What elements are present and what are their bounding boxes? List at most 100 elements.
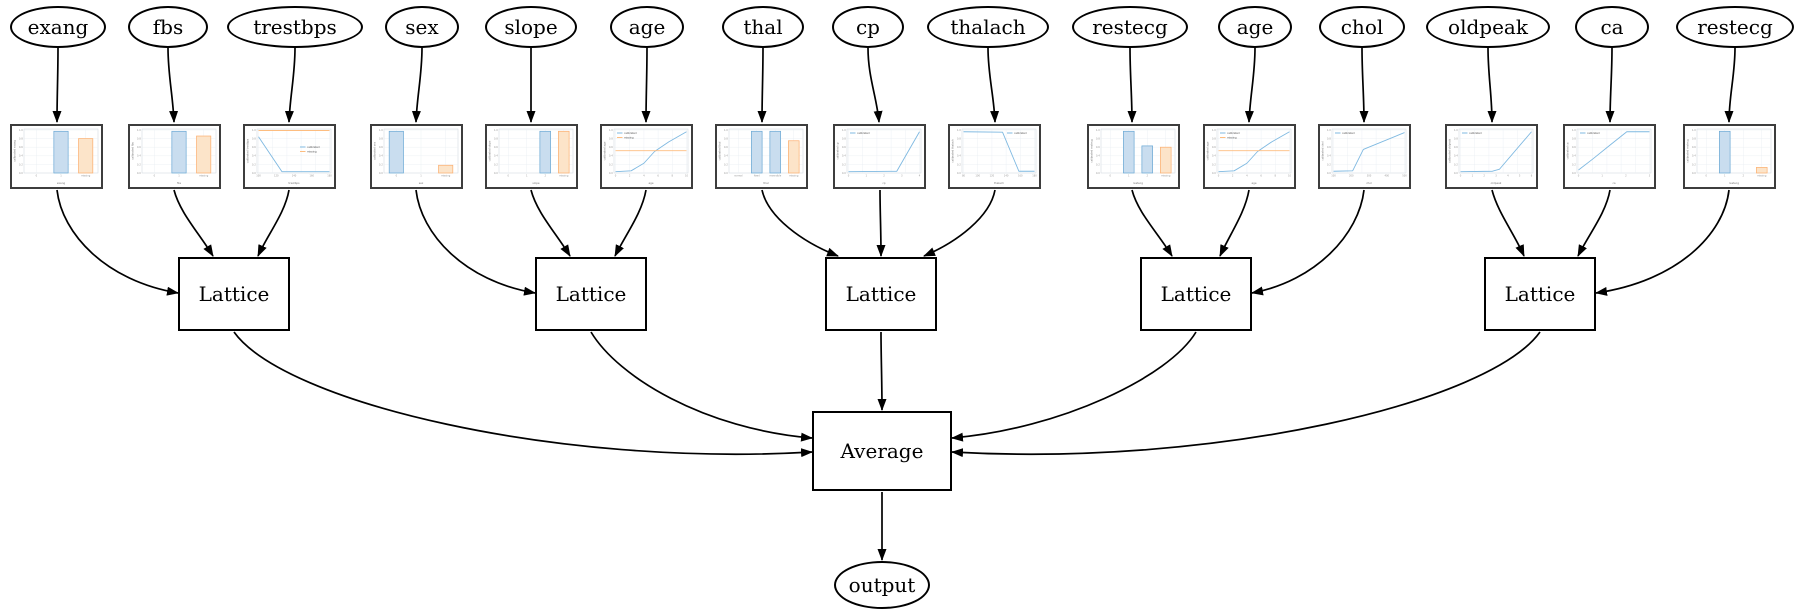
edge-arrow: [415, 189, 536, 296]
x-tick-label: 1: [178, 174, 180, 177]
bar-1: [53, 130, 69, 174]
legend-label: calibrated: [1469, 131, 1482, 135]
lattice-node-1: Lattice: [178, 257, 290, 331]
feature-node-age: age: [1218, 6, 1292, 48]
y-tick-label: 1.0: [1692, 128, 1696, 132]
x-tick-label: 100: [975, 174, 980, 177]
y-tick-label: 1.0: [494, 128, 498, 132]
y-tick-label: 0.6: [252, 145, 256, 149]
x-axis-label: fbs: [177, 181, 182, 185]
y-axis-label: calibrated cp: [836, 142, 840, 159]
y-tick-label: 0.6: [494, 145, 498, 149]
legend-label: calibrated: [1014, 131, 1027, 135]
y-tick-label: 0.8: [1327, 137, 1331, 141]
edge-arrow: [1724, 47, 1736, 123]
x-tick-label: 120: [274, 174, 279, 177]
x-tick-label: 0: [1578, 174, 1580, 177]
y-axis-label: calibrated slope: [488, 140, 492, 161]
legend-label: calibrated: [307, 145, 320, 149]
y-axis-label: calibrated sex: [373, 141, 377, 160]
legend-label: calibrated: [1587, 131, 1600, 135]
y-tick-label: 1.0: [842, 128, 846, 132]
bar-2: [539, 130, 551, 174]
x-tick-label: missing: [1757, 174, 1767, 177]
feature-node-label: thalach: [950, 15, 1026, 39]
average-node: Average: [812, 411, 952, 491]
x-axis-label: restecg: [1729, 181, 1739, 185]
output-node: output: [834, 561, 930, 609]
y-tick-label: 0.6: [957, 145, 961, 149]
x-tick-label: 2: [1625, 174, 1627, 177]
y-tick-label: 0.4: [379, 154, 383, 158]
x-axis-label: restecg: [1133, 181, 1143, 185]
y-tick-label: 0.6: [1096, 145, 1100, 149]
x-tick-label: 4: [1246, 174, 1248, 177]
lattice-node-label: Lattice: [845, 282, 917, 306]
feature-node-chol: chol: [1319, 6, 1405, 48]
edge-arrow: [56, 189, 179, 296]
x-tick-label: 0: [154, 174, 156, 177]
feature-node-restecg: restecg: [1676, 6, 1794, 48]
x-tick-label: 100: [1331, 174, 1336, 177]
y-tick-label: 0.4: [842, 154, 846, 158]
y-axis-label: calibrated restecg: [1090, 139, 1094, 163]
edge-arrow: [1251, 189, 1365, 296]
series-calibrated: [963, 131, 1035, 172]
bar-0: [388, 130, 404, 174]
y-tick-label: 0.2: [1572, 162, 1576, 166]
edge-arrow: [173, 189, 214, 257]
x-tick-label: 0: [615, 174, 617, 177]
feature-node-cp: cp: [832, 6, 904, 48]
feature-node-restecg: restecg: [1072, 6, 1188, 48]
feature-node-label: restecg: [1092, 15, 1168, 39]
x-tick-label: missing: [441, 174, 451, 177]
edge-arrow: [1219, 189, 1250, 257]
lattice-node-label: Lattice: [555, 282, 627, 306]
feature-node-label: restecg: [1697, 15, 1773, 39]
y-tick-label: 1.0: [137, 128, 141, 132]
y-tick-label: 0.8: [19, 137, 23, 141]
y-tick-label: 0.0: [1692, 171, 1696, 175]
edge-arrow: [614, 189, 647, 257]
y-tick-label: 0.0: [1454, 171, 1458, 175]
feature-node-label: trestbps: [253, 15, 337, 39]
x-axis-label: ca: [1612, 181, 1615, 185]
x-axis-label: exang: [57, 181, 66, 185]
y-tick-label: 0.8: [252, 137, 256, 141]
y-tick-label: 0.6: [1692, 145, 1696, 149]
y-tick-label: 0.4: [1692, 154, 1696, 158]
bar-reversible: [769, 130, 781, 174]
x-tick-label: 0: [396, 174, 398, 177]
y-tick-label: 0.0: [379, 171, 383, 175]
y-tick-label: 0.2: [494, 162, 498, 166]
feature-node-label: ca: [1600, 15, 1624, 39]
y-tick-label: 0.8: [1692, 137, 1696, 141]
y-tick-label: 0.2: [1212, 162, 1216, 166]
y-tick-label: 0.0: [957, 171, 961, 175]
edge-arrow: [1244, 47, 1256, 123]
y-tick-label: 0.6: [1212, 145, 1216, 149]
edge-arrow: [257, 189, 290, 257]
y-tick-label: 0.8: [1454, 137, 1458, 141]
x-tick-label: 200: [1349, 174, 1354, 177]
legend-label: calibrated: [1342, 131, 1355, 135]
x-tick-label: 2: [883, 174, 885, 177]
y-axis-label: calibrated trestbps: [246, 138, 250, 163]
x-tick-label: 0: [848, 174, 850, 177]
edge-arrow: [52, 47, 62, 123]
x-tick-label: 1: [60, 174, 62, 177]
y-tick-label: 0.8: [379, 137, 383, 141]
x-tick-label: 0: [507, 174, 509, 177]
edge-arrow: [867, 47, 883, 123]
y-tick-label: 0.8: [724, 137, 728, 141]
axes-frame: [256, 128, 332, 174]
y-tick-label: 0.2: [609, 162, 613, 166]
edge-arrow: [590, 331, 813, 442]
